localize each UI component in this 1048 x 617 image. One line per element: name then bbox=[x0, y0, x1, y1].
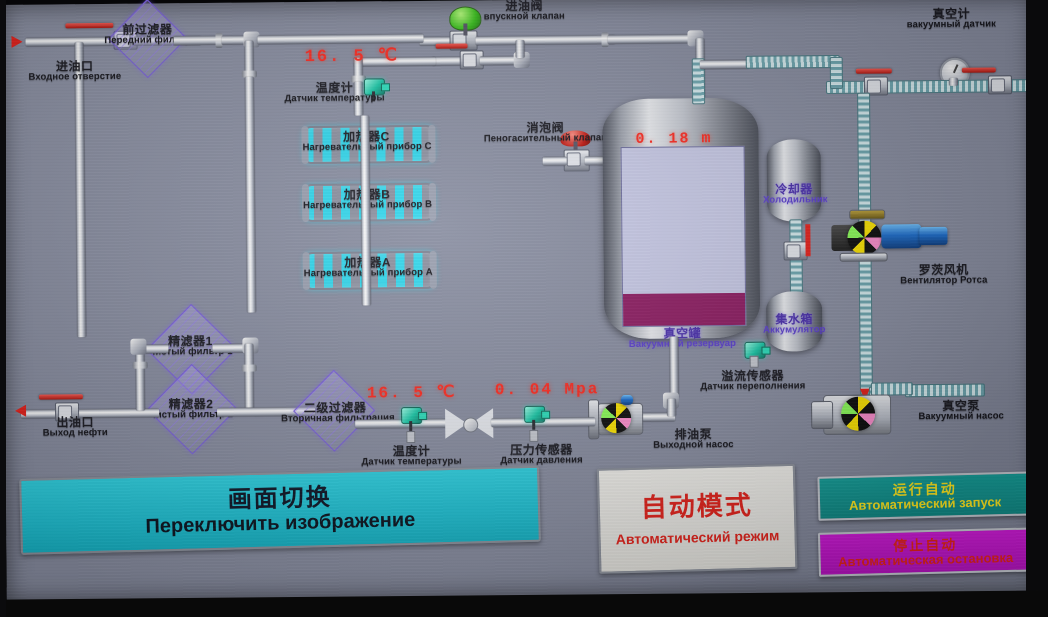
sensor-foot bbox=[529, 429, 539, 442]
pipe-top-h2 bbox=[475, 35, 616, 46]
bezel-right bbox=[1026, 0, 1048, 617]
sensor-foot bbox=[406, 431, 416, 444]
inlet-valve-handle[interactable] bbox=[65, 22, 114, 29]
vacuum-pump-motor bbox=[811, 401, 834, 430]
pipe-elbow bbox=[130, 338, 147, 355]
cooler-drain-valve[interactable] bbox=[783, 241, 808, 261]
tank-level-gauge bbox=[620, 145, 747, 328]
sensor-foot bbox=[749, 355, 759, 368]
inlet-valve-actuator[interactable] bbox=[449, 6, 482, 36]
blower-flange bbox=[849, 209, 886, 220]
vacuum-valve-right-handle[interactable] bbox=[961, 67, 996, 73]
outlet-flow-arrow-icon bbox=[15, 404, 27, 417]
discharge-pump-motor bbox=[620, 394, 634, 406]
pipe-gauge-v bbox=[948, 77, 958, 86]
pipe-discharge-v bbox=[666, 398, 677, 417]
auto-stop-button[interactable]: 停止自动 Автоматическая остановка bbox=[817, 527, 1033, 577]
water-tank-body[interactable] bbox=[765, 291, 823, 352]
temperature-readout-bottom: 16. 5 ℃ bbox=[366, 383, 457, 403]
auto-mode-indicator[interactable]: 自动模式 Автоматический режим bbox=[596, 463, 798, 574]
manual-valve-handle[interactable] bbox=[435, 43, 468, 49]
pipe-branch-v bbox=[515, 39, 525, 59]
pipe-bellows-corner bbox=[829, 56, 844, 90]
screen-switch-button[interactable]: 画面切换 Переключить изображение bbox=[19, 465, 541, 555]
pipe-flange bbox=[241, 364, 257, 372]
pipe-upper-bellows-h bbox=[745, 54, 840, 69]
pipe-vacpump-h bbox=[904, 383, 985, 398]
discharge-pump-impeller-icon[interactable] bbox=[601, 402, 632, 434]
cooler-body[interactable] bbox=[766, 139, 822, 222]
sensor-stem bbox=[372, 91, 376, 102]
pipe-inlet-drop-v bbox=[74, 42, 87, 338]
blower-motor-tail bbox=[919, 226, 948, 246]
outlet-ball-valve[interactable] bbox=[54, 402, 80, 422]
outlet-valve-handle[interactable] bbox=[38, 394, 83, 400]
pipe-tank-top-h bbox=[699, 59, 750, 70]
pipe-filter-right-v bbox=[244, 343, 255, 410]
pipe-riser-v bbox=[244, 76, 257, 313]
pipe-defoam-h bbox=[542, 156, 567, 166]
pipe-top-h0 bbox=[257, 33, 424, 45]
vacuum-valve-right[interactable] bbox=[987, 75, 1013, 95]
pipe-mid-v1 bbox=[353, 81, 364, 116]
blower-motor[interactable] bbox=[881, 224, 922, 249]
pipe-heater-v bbox=[360, 115, 372, 306]
pressure-readout: 0. 04 Mpa bbox=[494, 380, 600, 400]
auto-start-button[interactable]: 运行自动 Автоматический запуск bbox=[817, 471, 1033, 521]
vacuum-pump-impeller-icon[interactable] bbox=[840, 396, 876, 431]
pipe-top-h3 bbox=[607, 34, 700, 45]
defoam-valve-actuator[interactable] bbox=[560, 130, 591, 152]
blower-impeller-icon[interactable] bbox=[847, 220, 882, 255]
pipe-flange bbox=[132, 361, 148, 369]
secondary-filter-body[interactable] bbox=[293, 369, 376, 452]
blower-base bbox=[839, 252, 888, 262]
tank-level-readout: 0. 18 m bbox=[635, 130, 713, 148]
vacuum-valve-left-handle[interactable] bbox=[855, 68, 892, 74]
temperature-readout-top: 16. 5 ℃ bbox=[304, 47, 400, 68]
tank-level-fill bbox=[622, 292, 746, 327]
inlet-flow-arrow-icon bbox=[11, 35, 23, 48]
bezel-left bbox=[0, 0, 6, 617]
pipe-tank-drain-v bbox=[669, 336, 679, 399]
cooler-valve-handle[interactable] bbox=[805, 224, 811, 257]
